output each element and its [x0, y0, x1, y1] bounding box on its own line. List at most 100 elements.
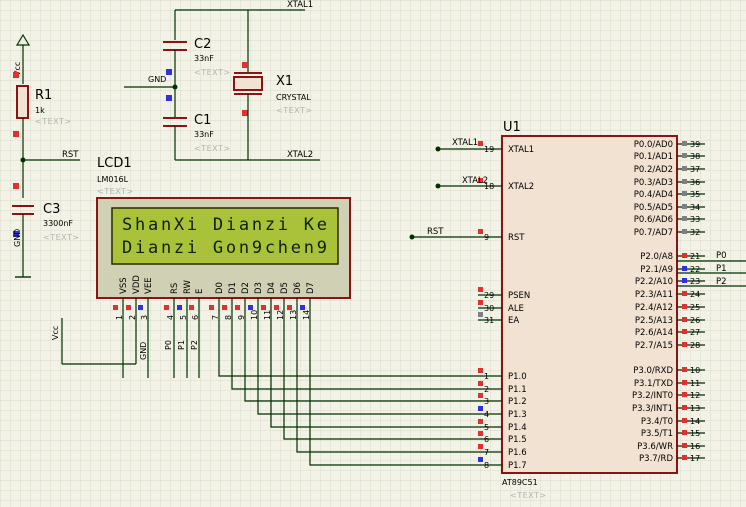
- u1-pin-marker[interactable]: [478, 300, 483, 305]
- u1-pin-marker[interactable]: [682, 229, 687, 234]
- lcd1-pin-marker[interactable]: [274, 305, 279, 310]
- u1-pin-number: 19: [484, 145, 494, 154]
- u1-pin-number: 1: [484, 372, 489, 381]
- u1-pin-name: P0.4/AD4: [634, 190, 673, 200]
- lcd1-pin-marker[interactable]: [164, 305, 169, 310]
- u1-pin-marker[interactable]: [478, 312, 483, 317]
- u1-pin-marker[interactable]: [682, 179, 687, 184]
- u1-pin-marker[interactable]: [682, 443, 687, 448]
- u1-pin-marker[interactable]: [682, 405, 687, 410]
- u1-pin-marker[interactable]: [682, 191, 687, 196]
- u1-pin-marker[interactable]: [682, 430, 687, 435]
- c3-pin-top[interactable]: [13, 183, 19, 189]
- u1-pin-marker[interactable]: [478, 287, 483, 292]
- u1-pin-marker[interactable]: [478, 393, 483, 398]
- bus-wire: [231, 320, 478, 390]
- r1-resistor[interactable]: [16, 85, 29, 119]
- u1-pin-name: P2.2/A10: [635, 277, 673, 287]
- u1-pin-marker[interactable]: [682, 291, 687, 296]
- x1-ref: X1: [276, 74, 293, 89]
- u1-pin-name: P3.1/TXD: [634, 379, 674, 389]
- r1-pin-top[interactable]: [13, 72, 19, 78]
- u1-pin-marker[interactable]: [682, 317, 687, 322]
- u1-value: AT89C51: [502, 478, 538, 487]
- lcd1-pin-marker[interactable]: [209, 305, 214, 310]
- c2-pin-bottom[interactable]: [166, 69, 172, 75]
- lcd1-pin-marker[interactable]: [235, 305, 240, 310]
- lcd1-pin-name: D6: [293, 282, 303, 294]
- u1-pin-marker[interactable]: [682, 266, 687, 271]
- u1-pin-number: 14: [690, 417, 700, 426]
- u1-pin-marker[interactable]: [478, 381, 483, 386]
- r1-text-placeholder: <TEXT>: [35, 117, 72, 126]
- u1-pin-marker[interactable]: [478, 141, 483, 146]
- lcd1-pin-marker[interactable]: [138, 305, 143, 310]
- u1-pin-marker[interactable]: [478, 229, 483, 234]
- lcd1-pin-marker[interactable]: [248, 305, 253, 310]
- u1-pin-marker[interactable]: [682, 418, 687, 423]
- x1-pin-bottom[interactable]: [242, 110, 248, 116]
- u1-pin-marker[interactable]: [682, 329, 687, 334]
- u1-pin-marker[interactable]: [682, 367, 687, 372]
- u1-pin-name: P2.0/A8: [640, 252, 673, 262]
- c3-pin-bottom[interactable]: [13, 231, 19, 237]
- lcd1-pin-name: VDD: [132, 275, 142, 294]
- lcd1-pin-number: 7: [211, 315, 220, 320]
- u1-pin-marker[interactable]: [478, 419, 483, 424]
- lcd1-text-placeholder: <TEXT>: [97, 187, 134, 196]
- u1-pin-marker[interactable]: [682, 278, 687, 283]
- u1-pin-marker[interactable]: [478, 457, 483, 462]
- u1-pin-marker[interactable]: [682, 392, 687, 397]
- u1-pin-name: P1.4: [508, 423, 527, 433]
- u1-pin-marker[interactable]: [478, 444, 483, 449]
- u1-pin-marker[interactable]: [682, 455, 687, 460]
- u1-pin-marker[interactable]: [478, 406, 483, 411]
- lcd1-pin-marker[interactable]: [261, 305, 266, 310]
- reset-network: Vcc R1 1k <TEXT> RST GND C3 3300nF <TEXT…: [12, 33, 80, 278]
- lcd1-pin-number: 10: [250, 310, 259, 320]
- u1-pin-number: 5: [484, 423, 489, 432]
- vcc-power-symbol[interactable]: [15, 33, 31, 46]
- lcd1-module[interactable]: LCD1 LM016L <TEXT> ShanXi Dianzi Ke Dian…: [96, 156, 351, 320]
- u1-pin-name: P0.2/AD2: [634, 165, 673, 175]
- u1-pin-marker[interactable]: [478, 368, 483, 373]
- u1-body[interactable]: [501, 135, 678, 474]
- lcd1-pin-marker[interactable]: [113, 305, 118, 310]
- lcd1-pin-name: D3: [254, 282, 264, 294]
- c1-pin-top[interactable]: [166, 95, 172, 101]
- u1-pin-marker[interactable]: [682, 342, 687, 347]
- u1-pin-marker[interactable]: [682, 166, 687, 171]
- c3-value: 3300nF: [43, 219, 73, 228]
- u1-pin-marker[interactable]: [682, 153, 687, 158]
- u1-pin-number: 12: [690, 391, 700, 400]
- u1-pin-marker[interactable]: [682, 204, 687, 209]
- u1-pin-marker[interactable]: [682, 141, 687, 146]
- x1-crystal[interactable]: [233, 76, 263, 91]
- rst-junction-u1: [409, 234, 415, 240]
- rst-net-label-left: RST: [62, 150, 79, 160]
- lcd1-pin-marker[interactable]: [177, 305, 182, 310]
- xtal1-net-label-u1: XTAL1: [452, 138, 478, 148]
- u1-pin-marker[interactable]: [478, 431, 483, 436]
- lcd1-pin-number: 1: [115, 315, 124, 320]
- lcd1-pin-marker[interactable]: [287, 305, 292, 310]
- u1-pin-name: P1.2: [508, 397, 527, 407]
- xtal1-net-label-top: XTAL1: [287, 0, 313, 10]
- x1-pin-top[interactable]: [242, 62, 248, 68]
- u1-pin-marker[interactable]: [682, 304, 687, 309]
- bus-wire: [257, 320, 478, 415]
- lcd1-pin-marker[interactable]: [189, 305, 194, 310]
- lcd1-pin-marker[interactable]: [300, 305, 305, 310]
- x1-value: CRYSTAL: [276, 93, 311, 102]
- u1-pin-marker[interactable]: [478, 178, 483, 183]
- u1-pin-marker[interactable]: [682, 216, 687, 221]
- u1-pin-name: XTAL2: [508, 182, 534, 192]
- u1-pin-marker[interactable]: [682, 253, 687, 258]
- lcd1-pin-marker[interactable]: [222, 305, 227, 310]
- r1-pin-bottom[interactable]: [13, 131, 19, 137]
- lcd1-pin-marker[interactable]: [126, 305, 131, 310]
- u1-pin-marker[interactable]: [682, 380, 687, 385]
- p2-label-lcd: P2: [190, 340, 199, 350]
